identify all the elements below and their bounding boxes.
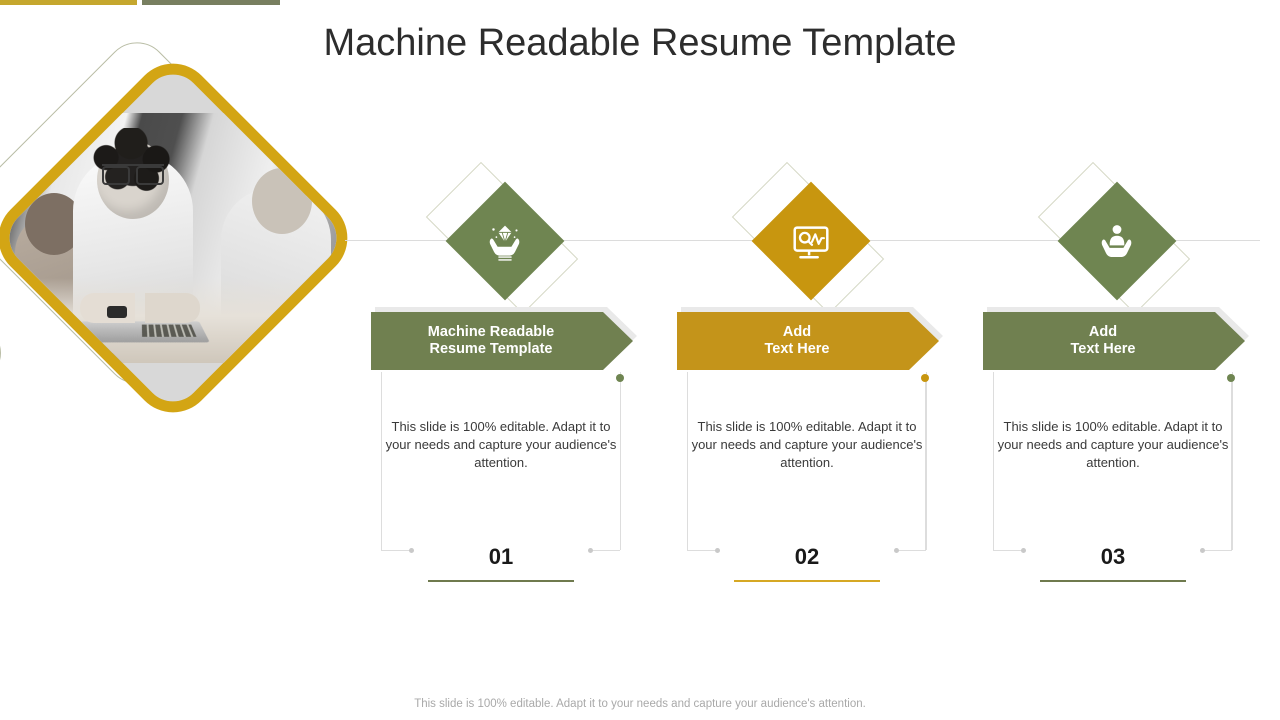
hero-laptop-keyboard [141,324,197,337]
card-2-frame-right [926,372,927,550]
card-3-dot-left [1021,548,1026,553]
icon-diamond-2[interactable] [731,161,885,315]
hands-holding-person-icon [1057,181,1177,301]
ribbon-2[interactable]: Add Text Here [677,312,939,370]
card-1: This slide is 100% editable. Adapt it to… [381,372,621,582]
card-2-number: 02 [794,544,820,569]
ribbon-1-label-line1: Machine Readable [427,324,555,340]
card-3-corner-left [993,550,1023,551]
card-3-corner-right [1202,550,1232,551]
card-1-stem-line [620,382,621,550]
hero-laptop [70,321,210,343]
card-2: This slide is 100% editable. Adapt it to… [687,372,927,582]
card-1-stem-dot [616,374,624,382]
icon-diamond-3[interactable] [1037,161,1191,315]
hero-hands [79,293,200,323]
hands-holding-diamond-icon [445,181,565,301]
hero-person-glasses [102,164,165,183]
ribbon-2-label-line1: Add [782,324,812,340]
top-accent-bars [0,0,1280,6]
top-accent-bar-green [142,0,280,5]
ribbon-3[interactable]: Add Text Here [983,312,1245,370]
card-3: This slide is 100% editable. Adapt it to… [993,372,1233,582]
ribbon-1-label-line2: Resume Template [429,341,553,357]
card-1-body-text: This slide is 100% editable. Adapt it to… [385,419,617,470]
card-3-number: 03 [1100,544,1126,569]
card-2-corner-left [687,550,717,551]
card-1-number: 01 [488,544,514,569]
icon-diamond-1[interactable] [425,161,579,315]
card-2-stem-dot [921,374,929,382]
card-2-stem-line [925,382,926,550]
hero-image-cluster [0,29,375,429]
card-1-corner-left [381,550,411,551]
ribbon-2-label-line2: Text Here [764,341,830,357]
card-3-number-rule [1040,580,1186,582]
card-2-dot-left [715,548,720,553]
page-title: Machine Readable Resume Template [323,22,957,64]
monitor-analytics-search-icon [751,181,871,301]
card-3-dot-right [1200,548,1205,553]
hero-image-frame [0,47,364,429]
card-1-dot-left [409,548,414,553]
card-3-frame-right [1232,372,1233,550]
hero-accent-ring [0,327,1,379]
ribbon-3-label-line1: Add [1088,324,1118,340]
card-3-body-text: This slide is 100% editable. Adapt it to… [997,419,1229,470]
card-3-stem-dot [1227,374,1235,382]
card-2-corner-right [896,550,926,551]
top-accent-bar-gold [0,0,137,5]
hero-person-right-head [251,168,312,234]
ribbon-1[interactable]: Machine Readable Resume Template [371,312,633,370]
card-3-stem-line [1231,382,1232,550]
hero-wristwatch [107,306,127,318]
card-2-dot-right [894,548,899,553]
card-1-number-rule [428,580,574,582]
ribbon-3-label-line2: Text Here [1070,341,1136,357]
card-1-dot-right [588,548,593,553]
card-1-frame-left [381,372,382,550]
card-1-corner-right [590,550,620,551]
card-2-number-rule [734,580,880,582]
card-3-frame-left [993,372,994,550]
card-2-frame-left [687,372,688,550]
footer-note: This slide is 100% editable. Adapt it to… [414,698,866,710]
card-2-body-text: This slide is 100% editable. Adapt it to… [691,419,923,470]
